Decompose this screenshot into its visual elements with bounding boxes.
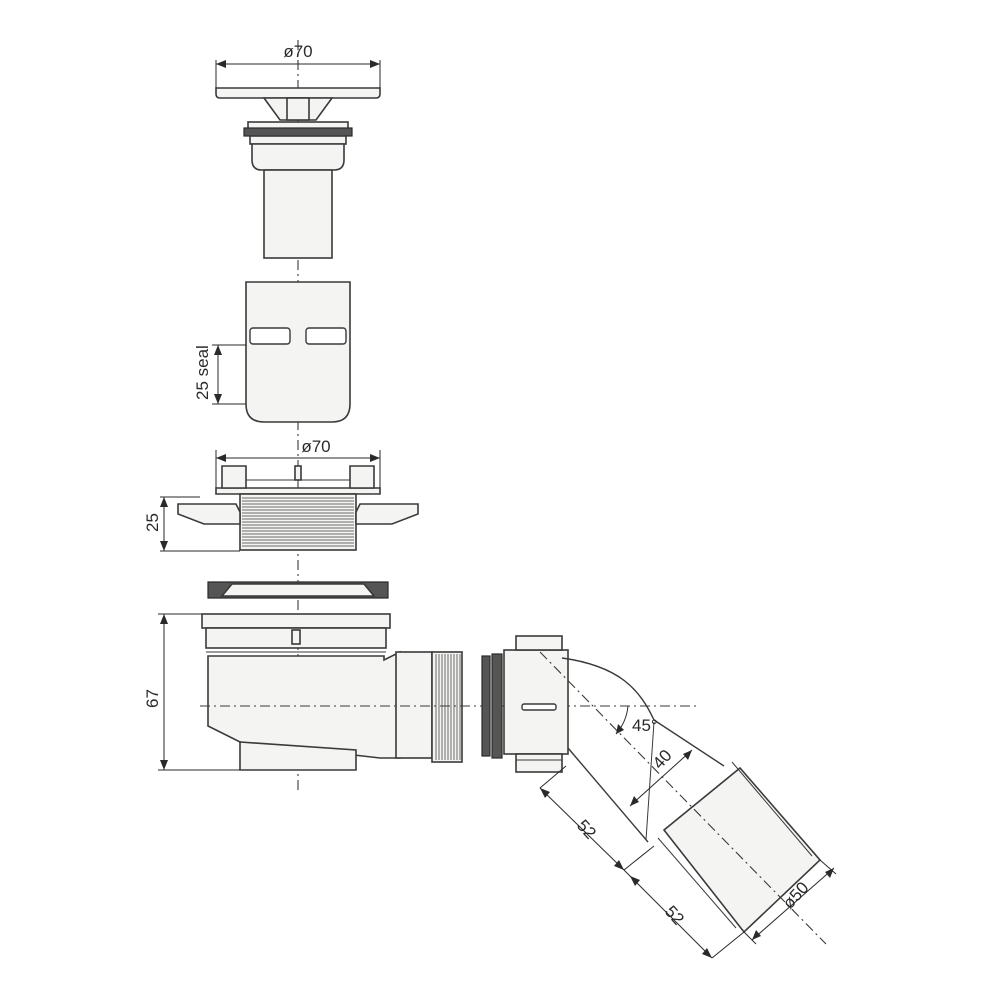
tile-flange xyxy=(177,503,419,525)
trap-body xyxy=(201,613,463,771)
cover-diameter-label: ø70 xyxy=(283,42,312,61)
outlet-thread xyxy=(435,654,461,760)
body-height-dimension: 67 xyxy=(143,613,240,771)
seal-height-dimension: 25 seal xyxy=(193,344,246,405)
elbow-center-line xyxy=(539,651,827,945)
flange-diameter-label: ø70 xyxy=(301,437,330,456)
flange-height-label: 25 xyxy=(143,513,162,532)
elbow-length-lower-label: 52 xyxy=(661,902,688,929)
gasket-ring xyxy=(207,581,389,599)
elbow-angle-label: 45° xyxy=(632,716,658,735)
strainer-cover xyxy=(215,87,381,259)
elbow-length-upper-label: 52 xyxy=(573,816,600,843)
flange-diameter-dimension: ø70 xyxy=(215,437,381,488)
o-ring xyxy=(481,653,503,759)
cover-diameter-dimension: ø70 xyxy=(215,42,381,88)
seal-sleeve xyxy=(245,281,351,423)
union-nut xyxy=(503,635,569,773)
flange-height-dimension: 25 xyxy=(143,496,240,552)
body-height-label: 67 xyxy=(143,689,162,708)
seal-height-label: 25 seal xyxy=(193,345,212,400)
elbow-angle-dimension: 45° xyxy=(615,705,658,735)
elbow-45 xyxy=(561,657,822,934)
flange-thread xyxy=(242,497,354,547)
